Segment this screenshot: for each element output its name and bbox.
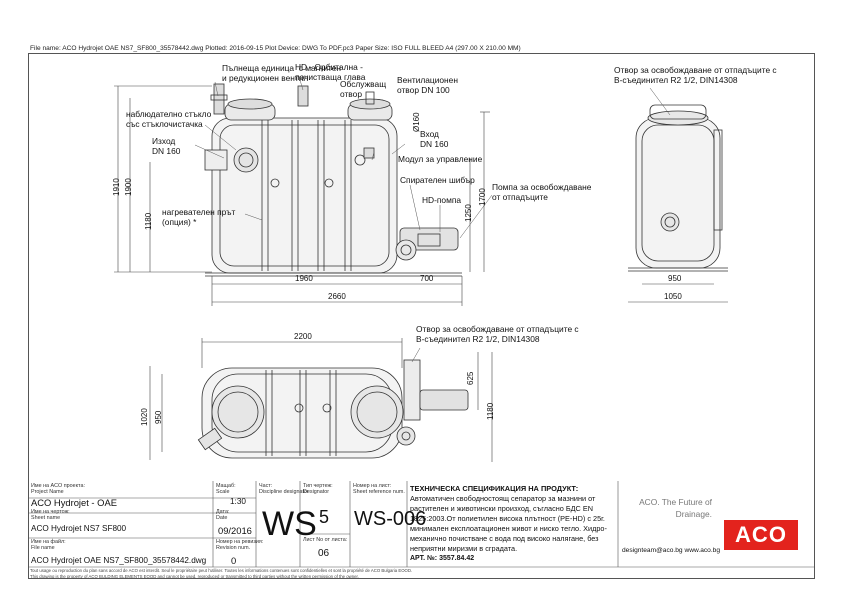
dim-700: 700 (420, 274, 434, 283)
project-label-bg: Име на ACO проекта: (31, 483, 85, 489)
plot-header: File name: ACO Hydrojet OAE NS7_SF800_35… (30, 45, 521, 52)
footer-line-1: Tout usage ou reproduction du plan sans … (30, 568, 413, 573)
contact-email[interactable]: designteam@aco.bg (622, 547, 683, 554)
project-label-en: Project Name (31, 489, 64, 495)
label-vent-valve: Вентилационен отвор DN 100 (397, 75, 458, 95)
revision-value: 0 (231, 555, 237, 566)
dim-625: 625 (466, 371, 475, 385)
contact-website[interactable]: www.aco.bg (684, 547, 720, 554)
dimension-lines (114, 85, 728, 462)
leader-lines (194, 79, 671, 363)
part-value: WS (262, 505, 317, 543)
file-label-en: File name (31, 545, 55, 551)
label-fill-unit: Пълнеща единица с магнитен и редукционен… (222, 63, 342, 83)
label-sight-glass: наблюдателно стъкло със стъклочистачка (126, 109, 212, 129)
part-label-en: Discipline designator (259, 489, 309, 495)
sheet-number-label: Лист No от листа: (303, 537, 348, 543)
sheet-label-en: Sheet name (31, 515, 61, 521)
dim-d160: Ø160 (412, 112, 421, 132)
plan-view (197, 359, 469, 459)
dim-1960: 1960 (295, 274, 313, 283)
aco-logo: ACO (724, 520, 798, 550)
footer-line-2: This drawing is the property of ACO BULD… (30, 574, 359, 579)
date-label-bg: Дата: (216, 509, 230, 515)
dim-1250: 1250 (464, 204, 473, 222)
ref-label-bg: Номер на лист: (353, 483, 392, 489)
dim-1910: 1910 (112, 178, 121, 196)
dim-1700: 1700 (478, 188, 487, 206)
revision-label-bg: Номер на ревизия: (216, 539, 264, 545)
dim-950: 950 (668, 274, 682, 283)
scale-label-en: Scale (216, 489, 230, 495)
dim-950-plan: 950 (154, 410, 163, 424)
spec-title: ТЕХНИЧЕСКА СПЕЦИФИКАЦИЯ НА ПРОДУКТ: (410, 484, 579, 493)
sheet-number-value: 06 (318, 548, 330, 559)
contact-line: designteam@aco.bg www.aco.bg (622, 547, 720, 554)
dim-1900: 1900 (124, 178, 133, 196)
side-elevation-view (204, 83, 462, 277)
end-elevation-view (628, 104, 728, 272)
dim-1180: 1180 (144, 212, 153, 230)
dim-1180-plan: 1180 (486, 402, 495, 420)
ref-value: WS-006 (354, 508, 427, 530)
project-name: ACO Hydrojet - OAE (31, 497, 117, 508)
part-label-bg: Част: (259, 483, 273, 489)
label-drain-pump: Помпа за освобождаване от отпадъците (492, 182, 592, 202)
title-block-grid (28, 481, 815, 568)
label-hd-pump: HD-помпа (422, 195, 462, 205)
drawing-frame (28, 53, 815, 579)
type-label-en: Designator (303, 489, 330, 495)
scale-label-bg: Мащаб: (216, 483, 236, 489)
dim-2200: 2200 (294, 332, 312, 341)
sheet-name: ACO Hydrojet NS7 SF800 (31, 524, 127, 533)
revision-label-en: Revision num. (216, 545, 251, 551)
scale-value: 1:30 (230, 497, 246, 506)
dim-2660: 2660 (328, 292, 346, 301)
file-name: ACO Hydrojet OAE NS7_SF800_35578442.dwg (31, 556, 207, 565)
date-value: 09/2016 (218, 525, 252, 536)
label-drain-opening-end: Отвор за освобождаване от отпадъците с В… (614, 65, 777, 85)
dim-1050: 1050 (664, 292, 682, 301)
type-value: 5 (319, 507, 330, 527)
label-drain-opening-plan: Отвор за освобождаване от отпадъците с В… (416, 324, 579, 344)
label-control-module: Модул за управление (398, 154, 483, 164)
article-number: АРТ. №: 3557.84.42 (410, 555, 475, 562)
label-service-opening: Обслужващ отвор (340, 79, 387, 99)
file-label-bg: Име на файл: (31, 539, 66, 545)
dim-1020: 1020 (140, 408, 149, 426)
label-heater: нагревателен прът (опция) * (162, 207, 236, 227)
date-label-en: Date (216, 515, 228, 521)
label-shutoff-gate: Спирателен шибър (400, 175, 475, 185)
ref-label-en: Sheet reference num. (353, 489, 405, 495)
aco-tagline: ACO. The Future of Drainage. (639, 497, 712, 519)
type-label-bg: Тип чертеж: (303, 483, 333, 489)
sheet-label-bg: Име на чертож: (31, 509, 70, 515)
label-outlet: Вход DN 160 (420, 129, 449, 149)
label-inlet: Изход DN 160 (152, 136, 181, 156)
spec-body: Автоматичен свободностоящ сепаратор за м… (410, 494, 607, 553)
label-hd-head: HD - Орбитална - почистваща глава (295, 62, 366, 82)
